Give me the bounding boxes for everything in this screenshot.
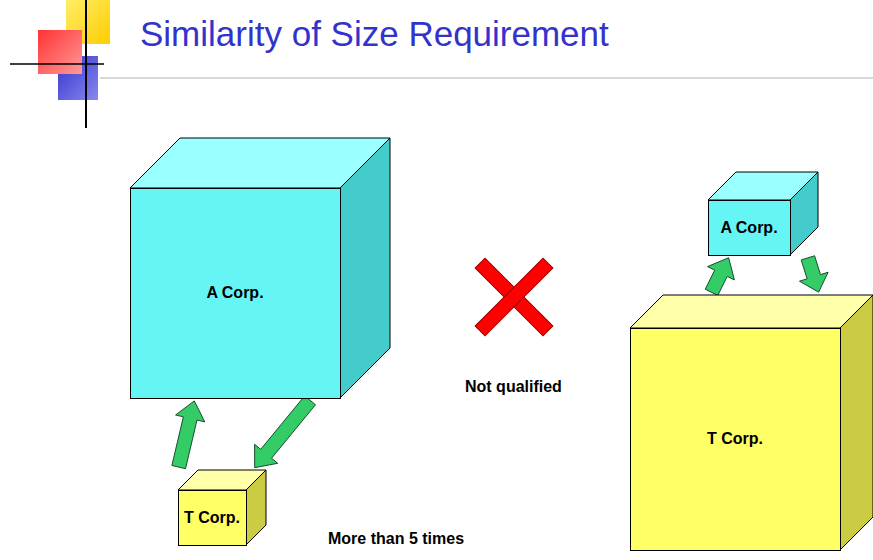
block-arrow <box>799 256 828 292</box>
block-arrow <box>172 401 205 469</box>
company-name: A Corp. <box>206 284 263 302</box>
note-label: More than 5 times <box>328 530 464 548</box>
cube-shape <box>130 138 391 399</box>
deco-line <box>10 63 104 65</box>
cube-front <box>131 189 341 399</box>
cube-side <box>340 138 390 398</box>
block-arrow <box>705 258 734 296</box>
company-name: T Corp. <box>707 430 763 448</box>
cube-side <box>840 295 873 550</box>
cube-front <box>179 491 247 546</box>
deco-square <box>38 30 82 74</box>
cube-front <box>709 201 791 256</box>
title-rule <box>100 78 873 79</box>
cube-side <box>246 470 266 545</box>
company-name: T Corp. <box>184 509 240 527</box>
cube-front <box>631 329 841 551</box>
cube-face: T Corp. <box>630 328 840 550</box>
cube-side <box>790 172 818 255</box>
cube-face: T Corp. <box>178 490 246 545</box>
cube-shape <box>708 172 819 256</box>
cube-box: A Corp. <box>708 172 818 255</box>
company-name: A Corp. <box>720 219 777 237</box>
slide-title: Similarity of Size Requirement <box>140 14 609 54</box>
note-label: Not qualified <box>465 378 562 396</box>
cube-shape <box>630 295 873 551</box>
cube-box: T Corp. <box>178 470 266 545</box>
cube-top <box>630 295 873 328</box>
cube-box: T Corp. <box>630 295 873 550</box>
block-arrow <box>255 396 316 468</box>
cross-mark <box>475 258 553 336</box>
cube-shape <box>178 470 267 546</box>
cube-box: A Corp. <box>130 138 390 398</box>
cube-face: A Corp. <box>708 200 790 255</box>
cube-face: A Corp. <box>130 188 340 398</box>
